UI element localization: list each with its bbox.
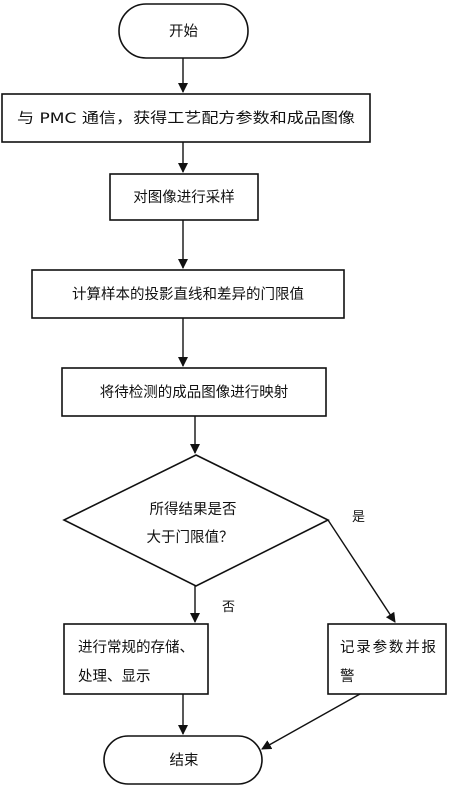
decision-label-line2: 大于门限值？ bbox=[147, 529, 234, 546]
process-shape-pmc bbox=[1, 93, 371, 143]
decision-label-line1: 所得结果是否 bbox=[150, 501, 237, 518]
decision-shape bbox=[62, 454, 330, 587]
process-shape-compute bbox=[31, 269, 345, 319]
process-label-normal-line2: 处理、显示 bbox=[78, 668, 151, 685]
process-label-alarm-line2: 警 bbox=[340, 668, 355, 685]
process-label-pmc: 与 PMC 通信，获得工艺配方参数和成品图像 bbox=[17, 110, 356, 127]
process-label-alarm-line1: 记录参数并报 bbox=[340, 639, 436, 656]
process-label-sample: 对图像进行采样 bbox=[133, 189, 235, 206]
process-node-compute: 计算样本的投影直线和差异的门限值 bbox=[31, 269, 345, 319]
edge-label-no: 否 bbox=[222, 600, 235, 615]
process-shape-normal bbox=[63, 623, 209, 695]
process-node-map: 将待检测的成品图像进行映射 bbox=[61, 367, 327, 417]
process-shape-alarm bbox=[327, 623, 447, 695]
start-label: 开始 bbox=[169, 23, 198, 40]
end-shape bbox=[103, 735, 263, 785]
process-node-normal: 进行常规的存储、 处理、显示 bbox=[63, 623, 209, 695]
process-node-sample: 对图像进行采样 bbox=[109, 173, 259, 221]
process-label-normal-line1: 进行常规的存储、 bbox=[78, 639, 194, 656]
decision-node: 所得结果是否 大于门限值？ bbox=[62, 454, 330, 587]
process-node-alarm: 记录参数并报 警 bbox=[327, 623, 447, 695]
process-shape-map bbox=[61, 367, 327, 417]
edge-label-yes: 是 bbox=[352, 510, 365, 525]
process-node-pmc: 与 PMC 通信，获得工艺配方参数和成品图像 bbox=[1, 93, 371, 143]
end-label: 结束 bbox=[170, 752, 199, 769]
start-node: 开始 bbox=[118, 3, 249, 59]
end-node: 结束 bbox=[103, 735, 263, 785]
edge-alarm-to-end bbox=[261, 693, 361, 750]
process-label-compute: 计算样本的投影直线和差异的门限值 bbox=[72, 286, 304, 303]
edge-decision-to-alarm bbox=[327, 519, 396, 623]
process-label-map: 将待检测的成品图像进行映射 bbox=[100, 384, 289, 401]
process-shape-sample bbox=[109, 173, 259, 221]
